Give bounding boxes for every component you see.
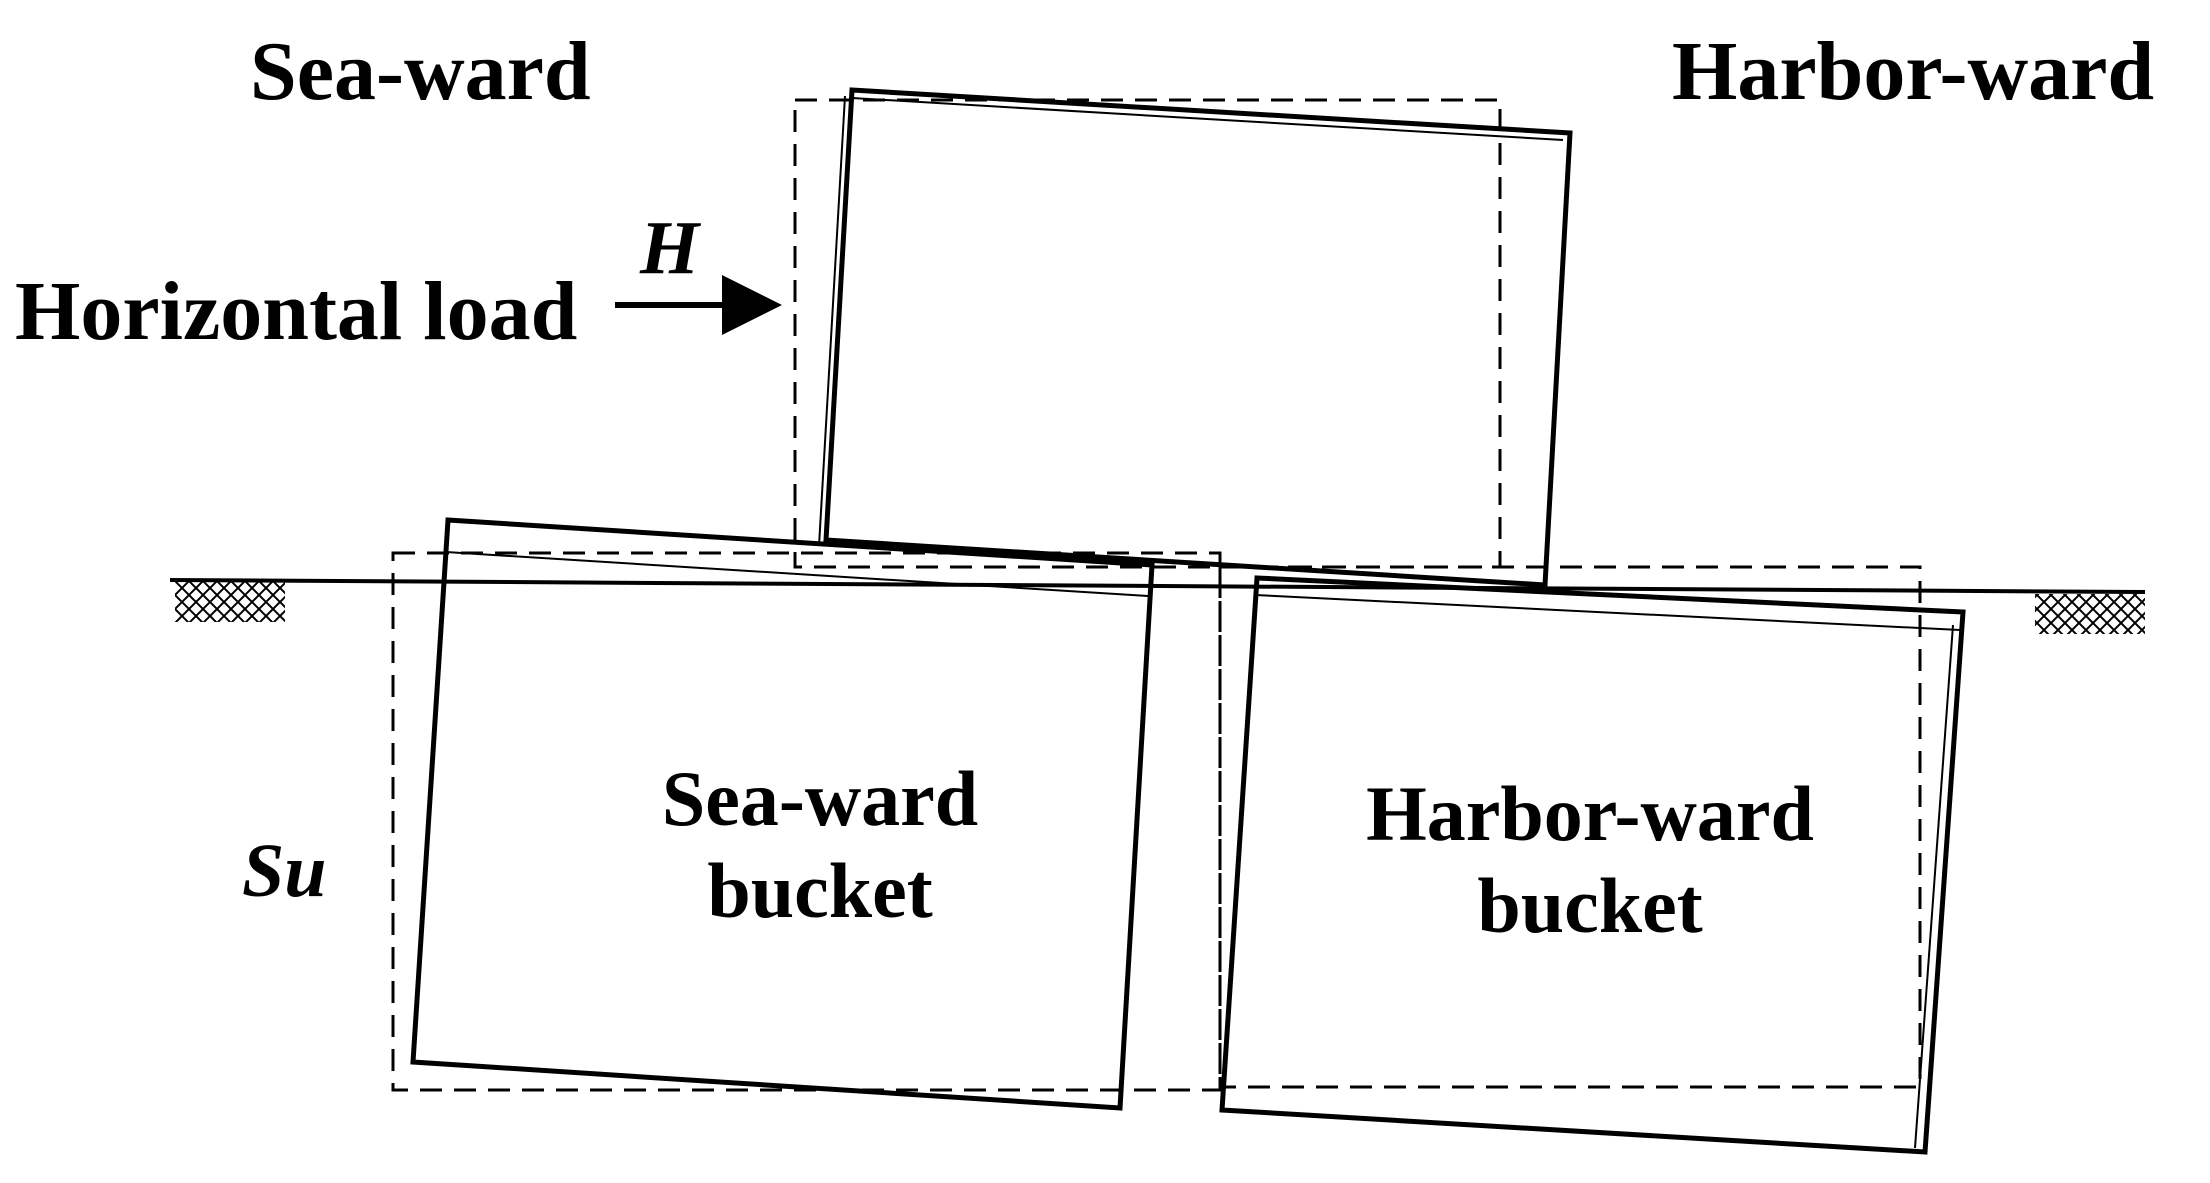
tilted-caisson-inner-left — [818, 95, 846, 547]
harborward-title: Harbor-ward — [1672, 25, 2155, 118]
ground-line — [169, 578, 2146, 594]
tilted-harborward-bucket-lid — [1254, 594, 1961, 631]
seaward-bucket-label-line1: Sea-ward — [661, 755, 979, 842]
soil-strength-symbol: Su — [242, 829, 327, 913]
horizontal-load-label: Horizontal load — [15, 265, 578, 358]
original-caisson — [793, 98, 1502, 569]
seaward-title: Sea-ward — [250, 25, 591, 118]
tilted-caisson-inner-top — [851, 97, 1564, 141]
tilted-harborward-bucket — [1219, 575, 1966, 1155]
soil-hatch-right — [2035, 594, 2145, 634]
tilted-harborward-bucket-inner-right — [1914, 624, 1954, 1149]
tilted-seaward-bucket — [410, 517, 1155, 1111]
harborward-bucket-label-line1: Harbor-ward — [1366, 770, 1814, 857]
tilted-seaward-bucket-lid — [445, 551, 1149, 597]
tilted-caisson — [823, 87, 1573, 588]
deformed-position-outline — [410, 87, 1966, 1155]
load-symbol: H — [640, 206, 700, 290]
harborward-bucket-label: Harbor-ward bucket — [1320, 775, 1860, 945]
seaward-bucket-label: Sea-ward bucket — [620, 760, 1020, 930]
seaward-bucket-label-line2: bucket — [707, 847, 933, 934]
soil-hatch-left — [175, 582, 285, 622]
harborward-bucket-label-line2: bucket — [1477, 862, 1703, 949]
